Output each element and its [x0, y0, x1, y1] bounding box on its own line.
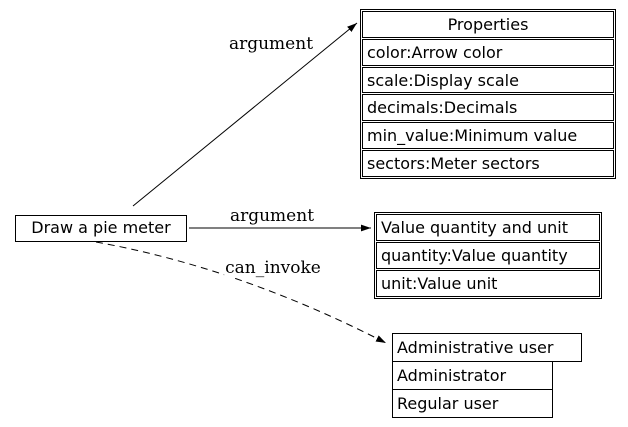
properties-field-scale: scale:Display scale [362, 66, 614, 94]
admin-row-administrator: Administrator [392, 361, 553, 390]
edge-can-invoke-admin [95, 241, 387, 344]
node-admin-title: Administrative user [392, 333, 582, 362]
edge-label-can-invoke: can_invoke [224, 258, 322, 278]
node-value-quantity-unit: Value quantity and unit quantity:Value q… [374, 212, 602, 299]
properties-field-decimals: decimals:Decimals [362, 94, 614, 122]
edge-label-argument-top: argument [227, 34, 315, 54]
properties-field-color: color:Arrow color [362, 38, 614, 66]
node-draw-a-pie-meter: Draw a pie meter [15, 215, 187, 242]
value-unit-field-quantity: quantity:Value quantity [376, 242, 600, 269]
admin-row-regular-user: Regular user [392, 389, 553, 418]
value-unit-title: Value quantity and unit [376, 214, 600, 241]
properties-field-sectors: sectors:Meter sectors [362, 150, 614, 177]
value-unit-field-unit: unit:Value unit [376, 270, 600, 297]
edge-argument-properties [132, 22, 358, 207]
edge-label-argument-middle: argument [228, 206, 316, 226]
properties-field-min-value: min_value:Minimum value [362, 122, 614, 150]
node-properties: Properties color:Arrow color scale:Displ… [360, 9, 616, 179]
properties-title: Properties [362, 11, 614, 38]
